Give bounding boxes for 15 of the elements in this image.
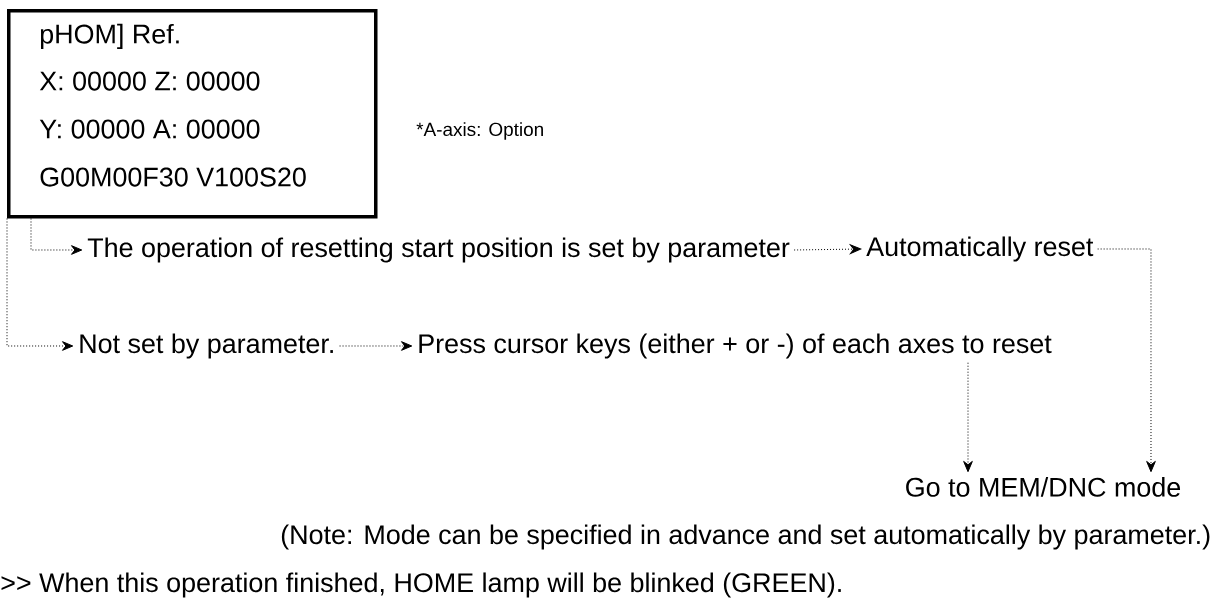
arrow bbox=[30, 218, 83, 255]
note-text: >> When this operation finished, HOME lamp will be blinked (GREEN). bbox=[1, 572, 841, 598]
note-text: (Note: Mode can be specified in advance and set automatically by parameter.) bbox=[281, 524, 1210, 550]
arrow bbox=[339, 341, 413, 351]
step-text: Go to MEM/DNC mode bbox=[906, 477, 1181, 497]
arrow bbox=[1097, 248, 1156, 473]
step-text: The operation of resetting start position is set by parameter bbox=[87, 237, 790, 263]
arrow bbox=[6, 218, 74, 351]
arrow bbox=[793, 244, 862, 254]
arrow bbox=[963, 362, 973, 473]
step-text: Not set by parameter. bbox=[80, 333, 333, 359]
display-box: pHOM] Ref. X: 00000 Z: 00000 Y: 00000 A: 00000 G00M00F30 V100S20 bbox=[7, 9, 378, 219]
step-text: Automatically reset bbox=[866, 236, 1094, 262]
note-text: *A-axis: Option bbox=[416, 122, 543, 140]
step-text: Press cursor keys (either + or -) of each axes to reset bbox=[419, 333, 1052, 359]
